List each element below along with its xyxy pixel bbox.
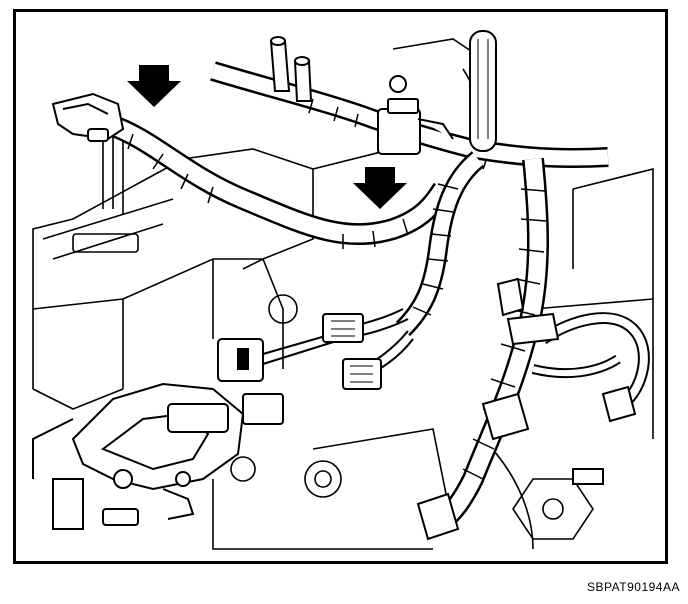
- figure-reference-code: SBPAT90194AA: [587, 580, 680, 594]
- connector-left: [51, 92, 125, 142]
- vertical-pipe: [469, 30, 497, 152]
- hose-pair: [269, 36, 313, 102]
- connector-sub-upper: [322, 313, 364, 343]
- connector-upper-center: [377, 75, 454, 155]
- connector-switch: [217, 338, 264, 382]
- harness-loop-right: [531, 312, 650, 409]
- harness-tube-right: [431, 157, 549, 534]
- harness-tube-left: [104, 113, 453, 249]
- illustration-frame: [13, 9, 668, 564]
- position-switch: [32, 382, 284, 530]
- harness-tube-center: [395, 151, 485, 337]
- connector-right-upper: [416, 277, 637, 541]
- callout-arrow-left: [127, 65, 181, 107]
- callout-arrow-right: [353, 167, 407, 209]
- connector-sub-lower: [342, 358, 382, 390]
